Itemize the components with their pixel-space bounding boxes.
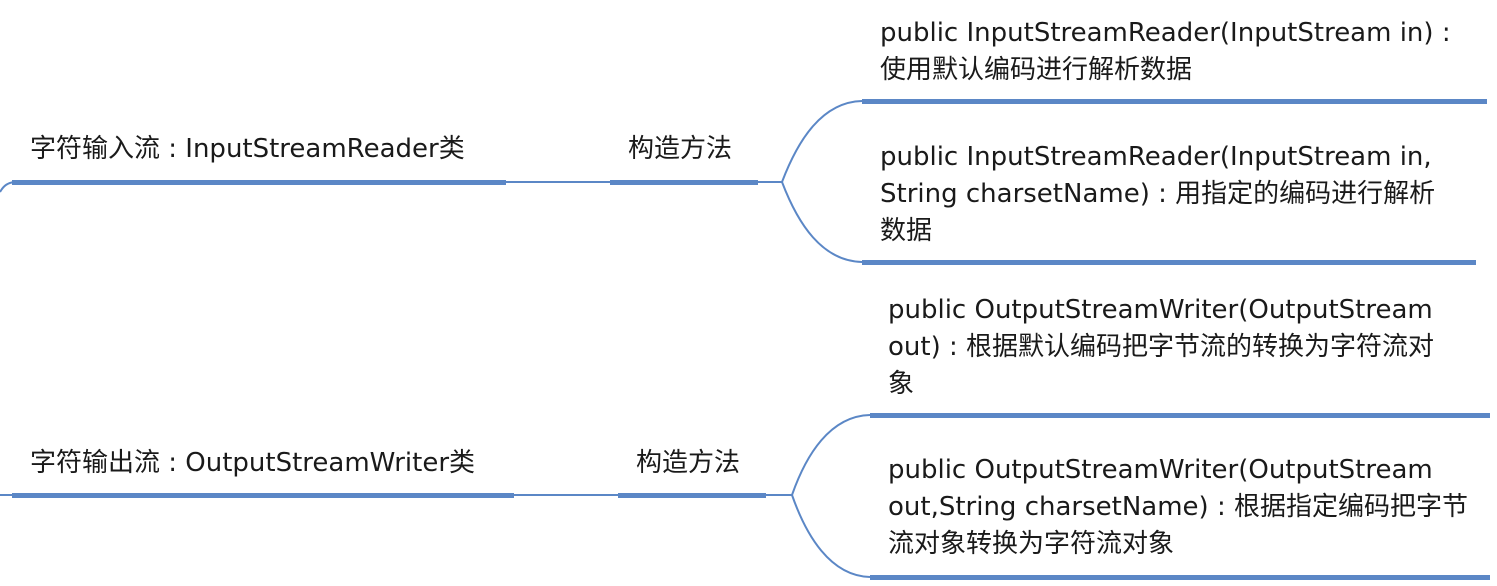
output-leaf-1-underline <box>870 413 1490 418</box>
input-branch-label[interactable]: 字符输入流 : InputStreamReader类 <box>30 134 465 164</box>
output-constructor-leaf-2[interactable]: public OutputStreamWriter(OutputStream o… <box>888 455 1468 559</box>
connector-output-constructor-to-leaf-2 <box>791 494 871 578</box>
output-constructor-label[interactable]: 构造方法 <box>636 448 741 478</box>
output-constructor-underline <box>618 493 766 498</box>
connector-input-constructor-to-leaf-1 <box>758 100 863 183</box>
input-constructor-leaf-2[interactable]: public InputStreamReader(InputStream in,… <box>880 142 1436 246</box>
input-constructor-label[interactable]: 构造方法 <box>628 134 733 164</box>
input-leaf-1-underline <box>862 99 1487 104</box>
input-constructor-underline <box>610 180 758 185</box>
input-branch-underline <box>12 180 506 185</box>
input-constructor-leaf-1[interactable]: public InputStreamReader(InputStream in)… <box>880 18 1451 85</box>
output-constructor-leaf-1[interactable]: public OutputStreamWriter(OutputStream o… <box>888 295 1435 399</box>
output-branch-label[interactable]: 字符输出流 : OutputStreamWriter类 <box>30 448 476 478</box>
connector-output-constructor-to-leaf-1 <box>766 414 871 496</box>
input-leaf-2-underline <box>862 260 1476 265</box>
output-leaf-2-underline <box>870 575 1490 580</box>
connector-input-constructor-to-leaf-2 <box>781 181 863 263</box>
output-branch-underline <box>12 493 514 498</box>
